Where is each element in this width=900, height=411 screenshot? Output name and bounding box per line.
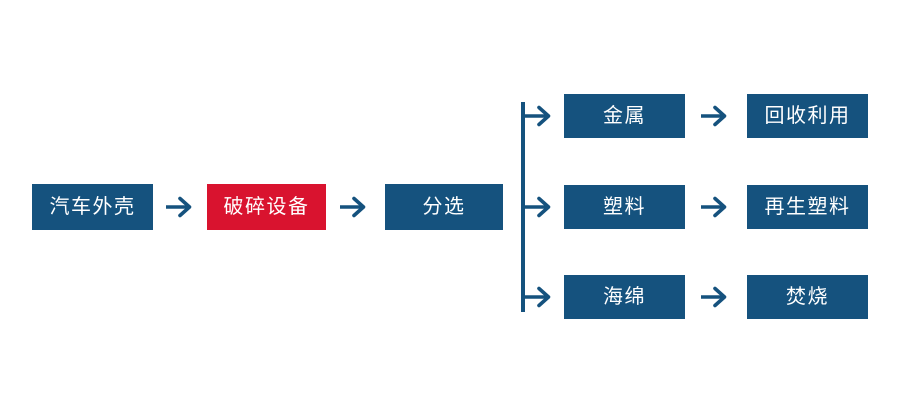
node-recycling-label: 回收利用 xyxy=(764,105,851,127)
arrow-right-icon xyxy=(340,196,366,218)
node-sorting: 分选 xyxy=(385,184,503,230)
branch-connector-line xyxy=(521,102,525,312)
node-metal-label: 金属 xyxy=(603,105,646,127)
node-recycling: 回收利用 xyxy=(747,94,868,138)
node-sponge: 海绵 xyxy=(564,275,685,319)
node-car-shell-label: 汽车外壳 xyxy=(49,196,136,218)
node-car-shell: 汽车外壳 xyxy=(32,184,153,230)
node-incineration-label: 焚烧 xyxy=(786,286,829,308)
node-sponge-label: 海绵 xyxy=(603,286,646,308)
node-crushing-equipment-label: 破碎设备 xyxy=(223,196,310,218)
arrow-right-icon xyxy=(525,286,551,308)
arrow-right-icon xyxy=(525,105,551,127)
arrow-right-icon xyxy=(166,196,192,218)
node-incineration: 焚烧 xyxy=(747,275,868,319)
node-plastic: 塑料 xyxy=(564,185,685,229)
arrow-right-icon xyxy=(701,286,727,308)
arrow-right-icon xyxy=(701,105,727,127)
node-plastic-label: 塑料 xyxy=(603,196,646,218)
node-metal: 金属 xyxy=(564,94,685,138)
arrow-right-icon xyxy=(525,196,551,218)
node-recycled-plastic: 再生塑料 xyxy=(747,185,868,229)
node-sorting-label: 分选 xyxy=(422,196,466,218)
node-crushing-equipment: 破碎设备 xyxy=(207,184,326,230)
arrow-right-icon xyxy=(701,196,727,218)
node-recycled-plastic-label: 再生塑料 xyxy=(764,196,851,218)
